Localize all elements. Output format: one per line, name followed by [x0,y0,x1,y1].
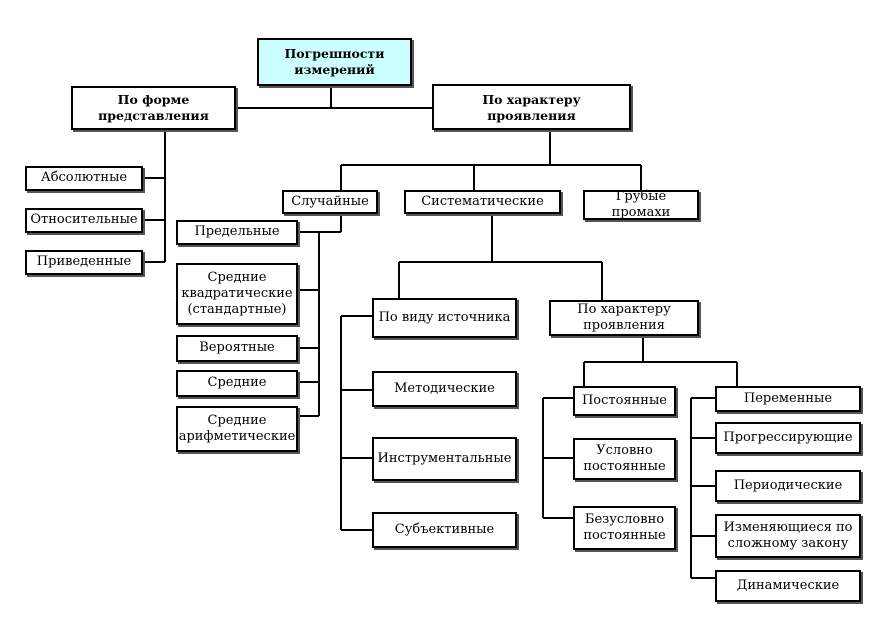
node-instrumental: Инструментальные [372,437,517,481]
node-dynamic: Динамические [715,570,861,602]
connector-source-group [340,315,372,531]
node-reduced: Приведенные [25,250,143,275]
node-progressive: Прогрессирующие [715,422,861,454]
node-rms: Средние квадратические (стандартные) [176,263,298,325]
node-variable: Переменные [715,386,861,412]
node-cond-constant: Условно постоянные [573,438,676,480]
node-probable: Вероятные [176,335,298,362]
connector-character-group [340,130,642,190]
connector-variable-group [690,397,715,579]
node-form: По форме представления [71,86,236,130]
node-relative: Относительные [25,208,143,233]
node-uncond-constant: Безусловно постоянные [573,506,676,550]
node-by-source: По виду источника [372,298,517,338]
node-root: Погрешности измерений [257,38,412,86]
node-methodical: Методические [372,371,517,407]
node-periodic: Периодические [715,470,861,502]
node-subjective: Субъективные [372,512,517,548]
connector-random-group [298,214,342,417]
node-limit: Предельные [176,220,298,245]
node-constant: Постоянные [573,386,676,416]
connector-root [236,86,432,109]
node-mean: Средние [176,370,298,397]
connector-form-group [143,130,166,263]
connector-constant-group [542,397,573,519]
connector-systematic-group [398,214,603,300]
node-arith-mean: Средние арифметические [176,406,298,452]
node-complex-law: Изменяющиеся по сложному закону [715,514,861,558]
node-random: Случайные [282,190,378,214]
node-absolute: Абсолютные [25,166,143,191]
connector-character2-group [583,336,738,386]
node-gross: Грубые промахи [583,189,699,220]
node-systematic: Систематические [404,190,561,214]
node-by-character2: По характеру проявления [549,300,699,336]
node-character: По характеру проявления [432,84,631,130]
